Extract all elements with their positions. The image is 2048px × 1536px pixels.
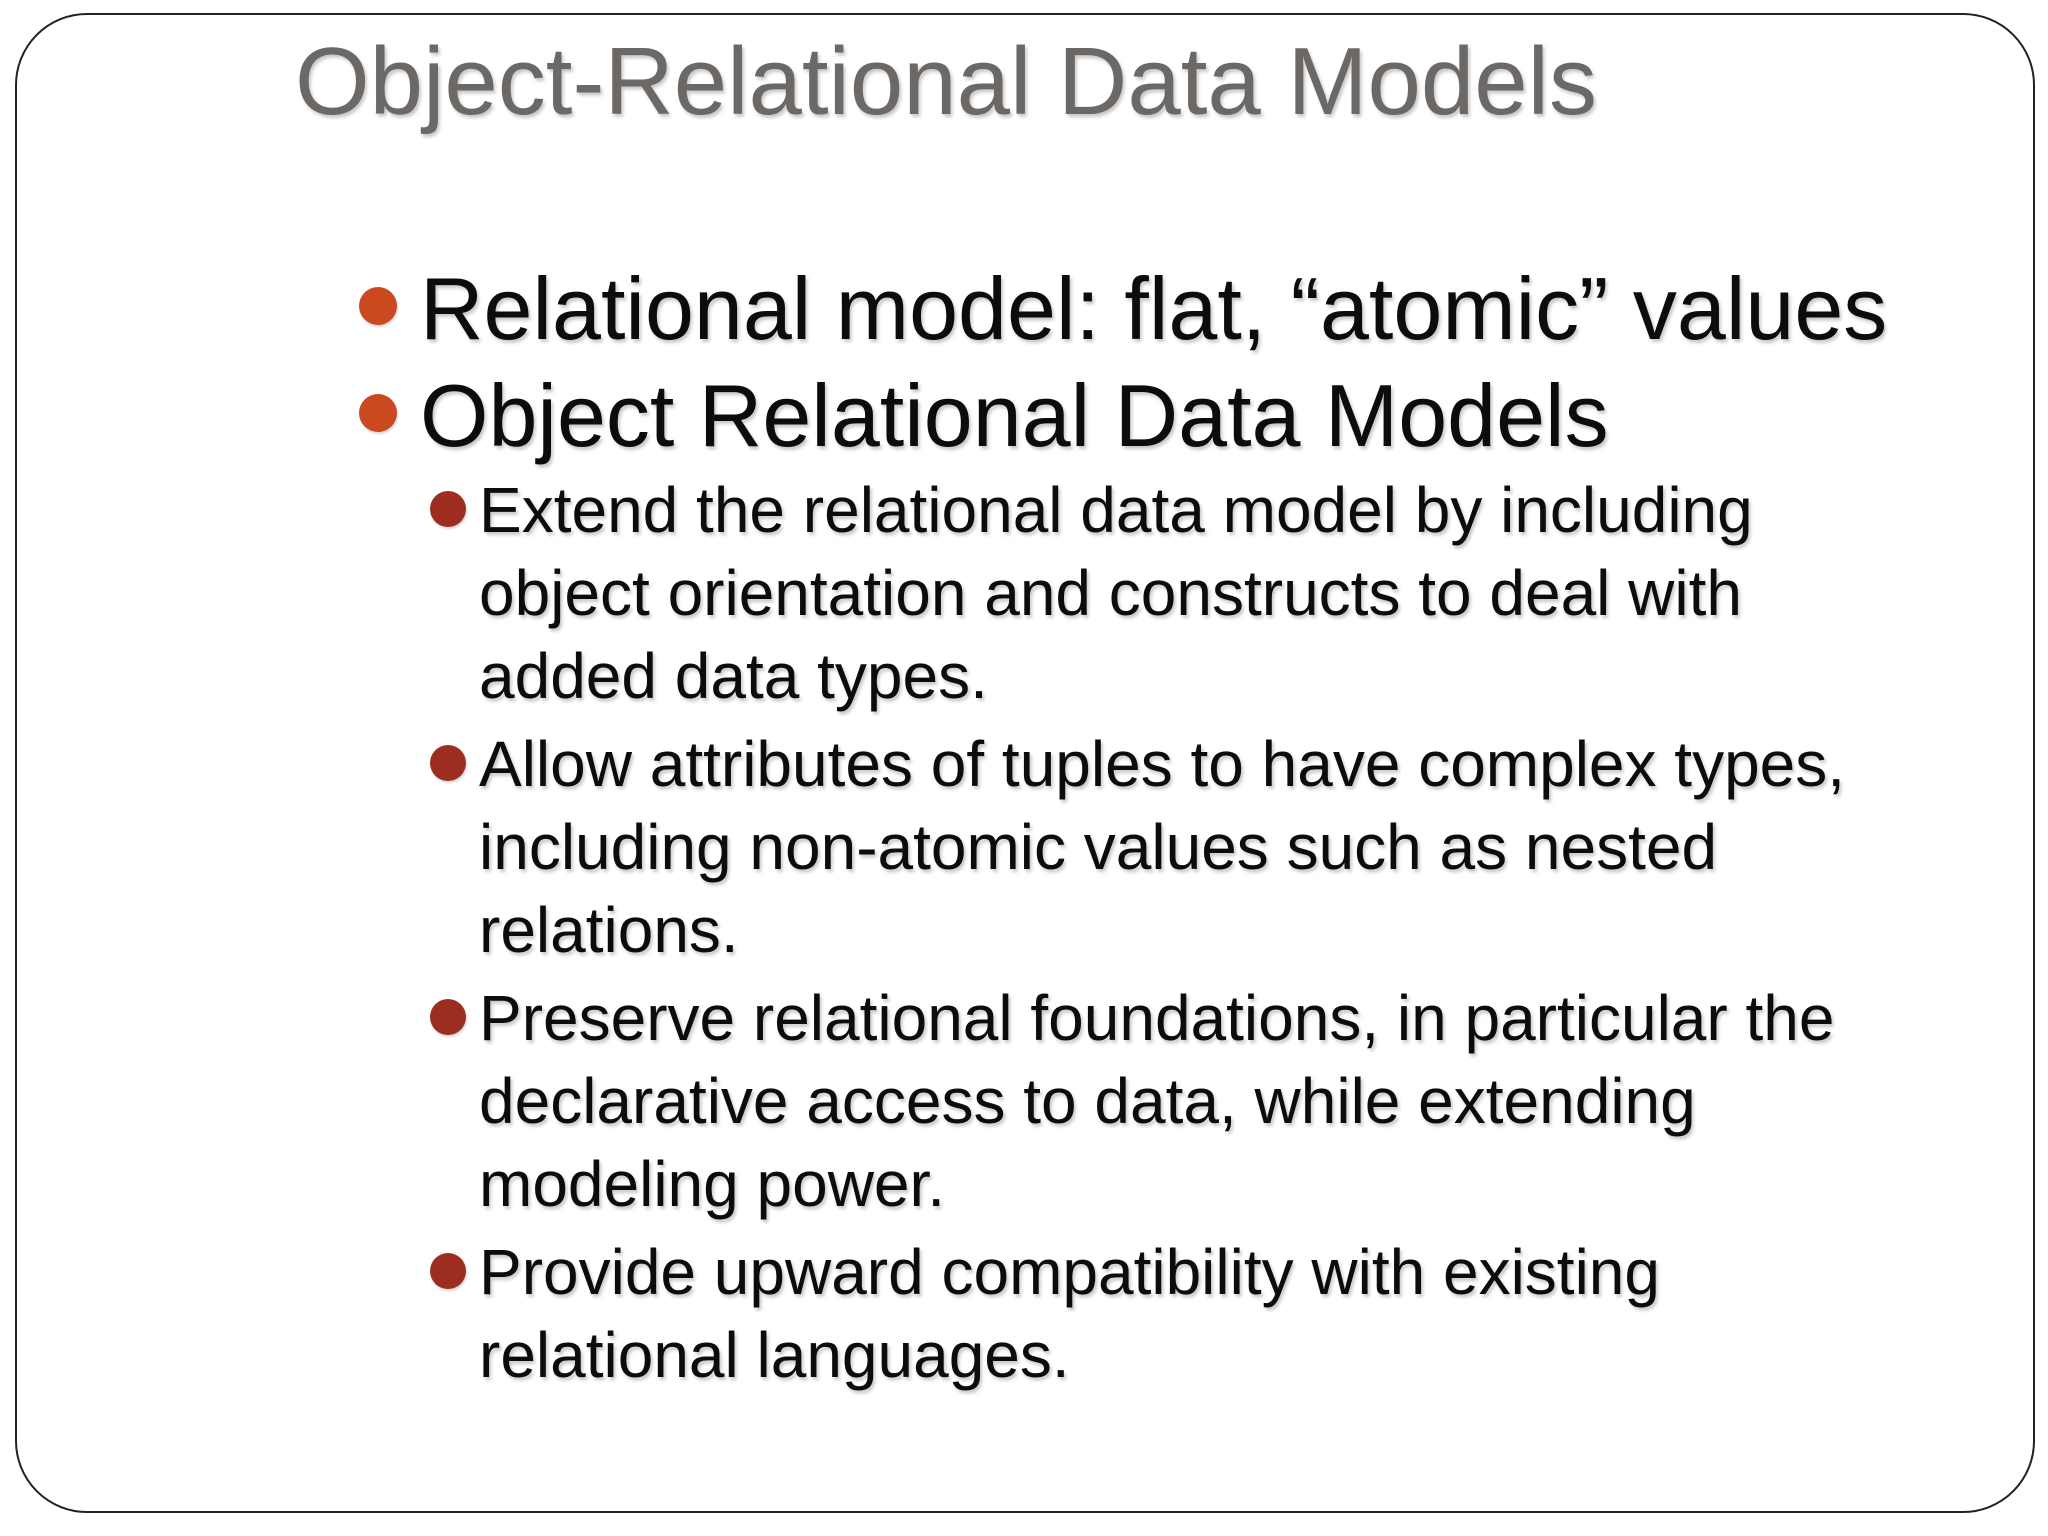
page-title: Object-Relational Data Models: [295, 28, 1597, 135]
bullet-line: Object Relational Data Models: [420, 366, 1609, 465]
level1-bullet-icon: [359, 287, 397, 325]
slide-border: [15, 13, 2035, 1513]
list-item: Provide upward compatibility with existi…: [430, 1231, 1999, 1397]
bullet-line: Allow attributes of tuples to have compl…: [479, 728, 1846, 800]
bullet-line: modeling power.: [479, 1148, 946, 1220]
level2-bullet-icon: [430, 745, 466, 781]
level2-bullet-icon: [430, 1253, 466, 1289]
bullet-line: relational languages.: [479, 1319, 1070, 1391]
bullet-text: Relational model: flat, “atomic” values: [420, 255, 1999, 362]
bullet-line: including non-atomic values such as nest…: [479, 811, 1718, 883]
bullet-line: added data types.: [479, 640, 988, 712]
bullet-line: object orientation and constructs to dea…: [479, 557, 1742, 629]
bullet-line: Preserve relational foundations, in part…: [479, 982, 1835, 1054]
bullet-text: Preserve relational foundations, in part…: [479, 977, 1999, 1226]
bullet-text: Object Relational Data Models: [420, 362, 1999, 469]
bullet-text: Extend the relational data model by incl…: [479, 469, 1999, 718]
list-item: Extend the relational data model by incl…: [430, 469, 1999, 718]
list-item: Relational model: flat, “atomic” values: [359, 255, 1999, 362]
level1-bullet-icon: [359, 394, 397, 432]
bullet-text: Provide upward compatibility with existi…: [479, 1231, 1999, 1397]
list-item: Preserve relational foundations, in part…: [430, 977, 1999, 1226]
list-item: Allow attributes of tuples to have compl…: [430, 723, 1999, 972]
bullet-text: Allow attributes of tuples to have compl…: [479, 723, 1999, 972]
bullet-line: declarative access to data, while extend…: [479, 1065, 1696, 1137]
bullet-line: Relational model: flat, “atomic” values: [420, 259, 1888, 358]
bullet-line: Extend the relational data model by incl…: [479, 474, 1753, 546]
bullet-line: relations.: [479, 894, 739, 966]
level2-bullet-icon: [430, 491, 466, 527]
bullet-line: Provide upward compatibility with existi…: [479, 1236, 1660, 1308]
level2-bullet-icon: [430, 999, 466, 1035]
list-item: Object Relational Data Models: [359, 362, 1999, 469]
